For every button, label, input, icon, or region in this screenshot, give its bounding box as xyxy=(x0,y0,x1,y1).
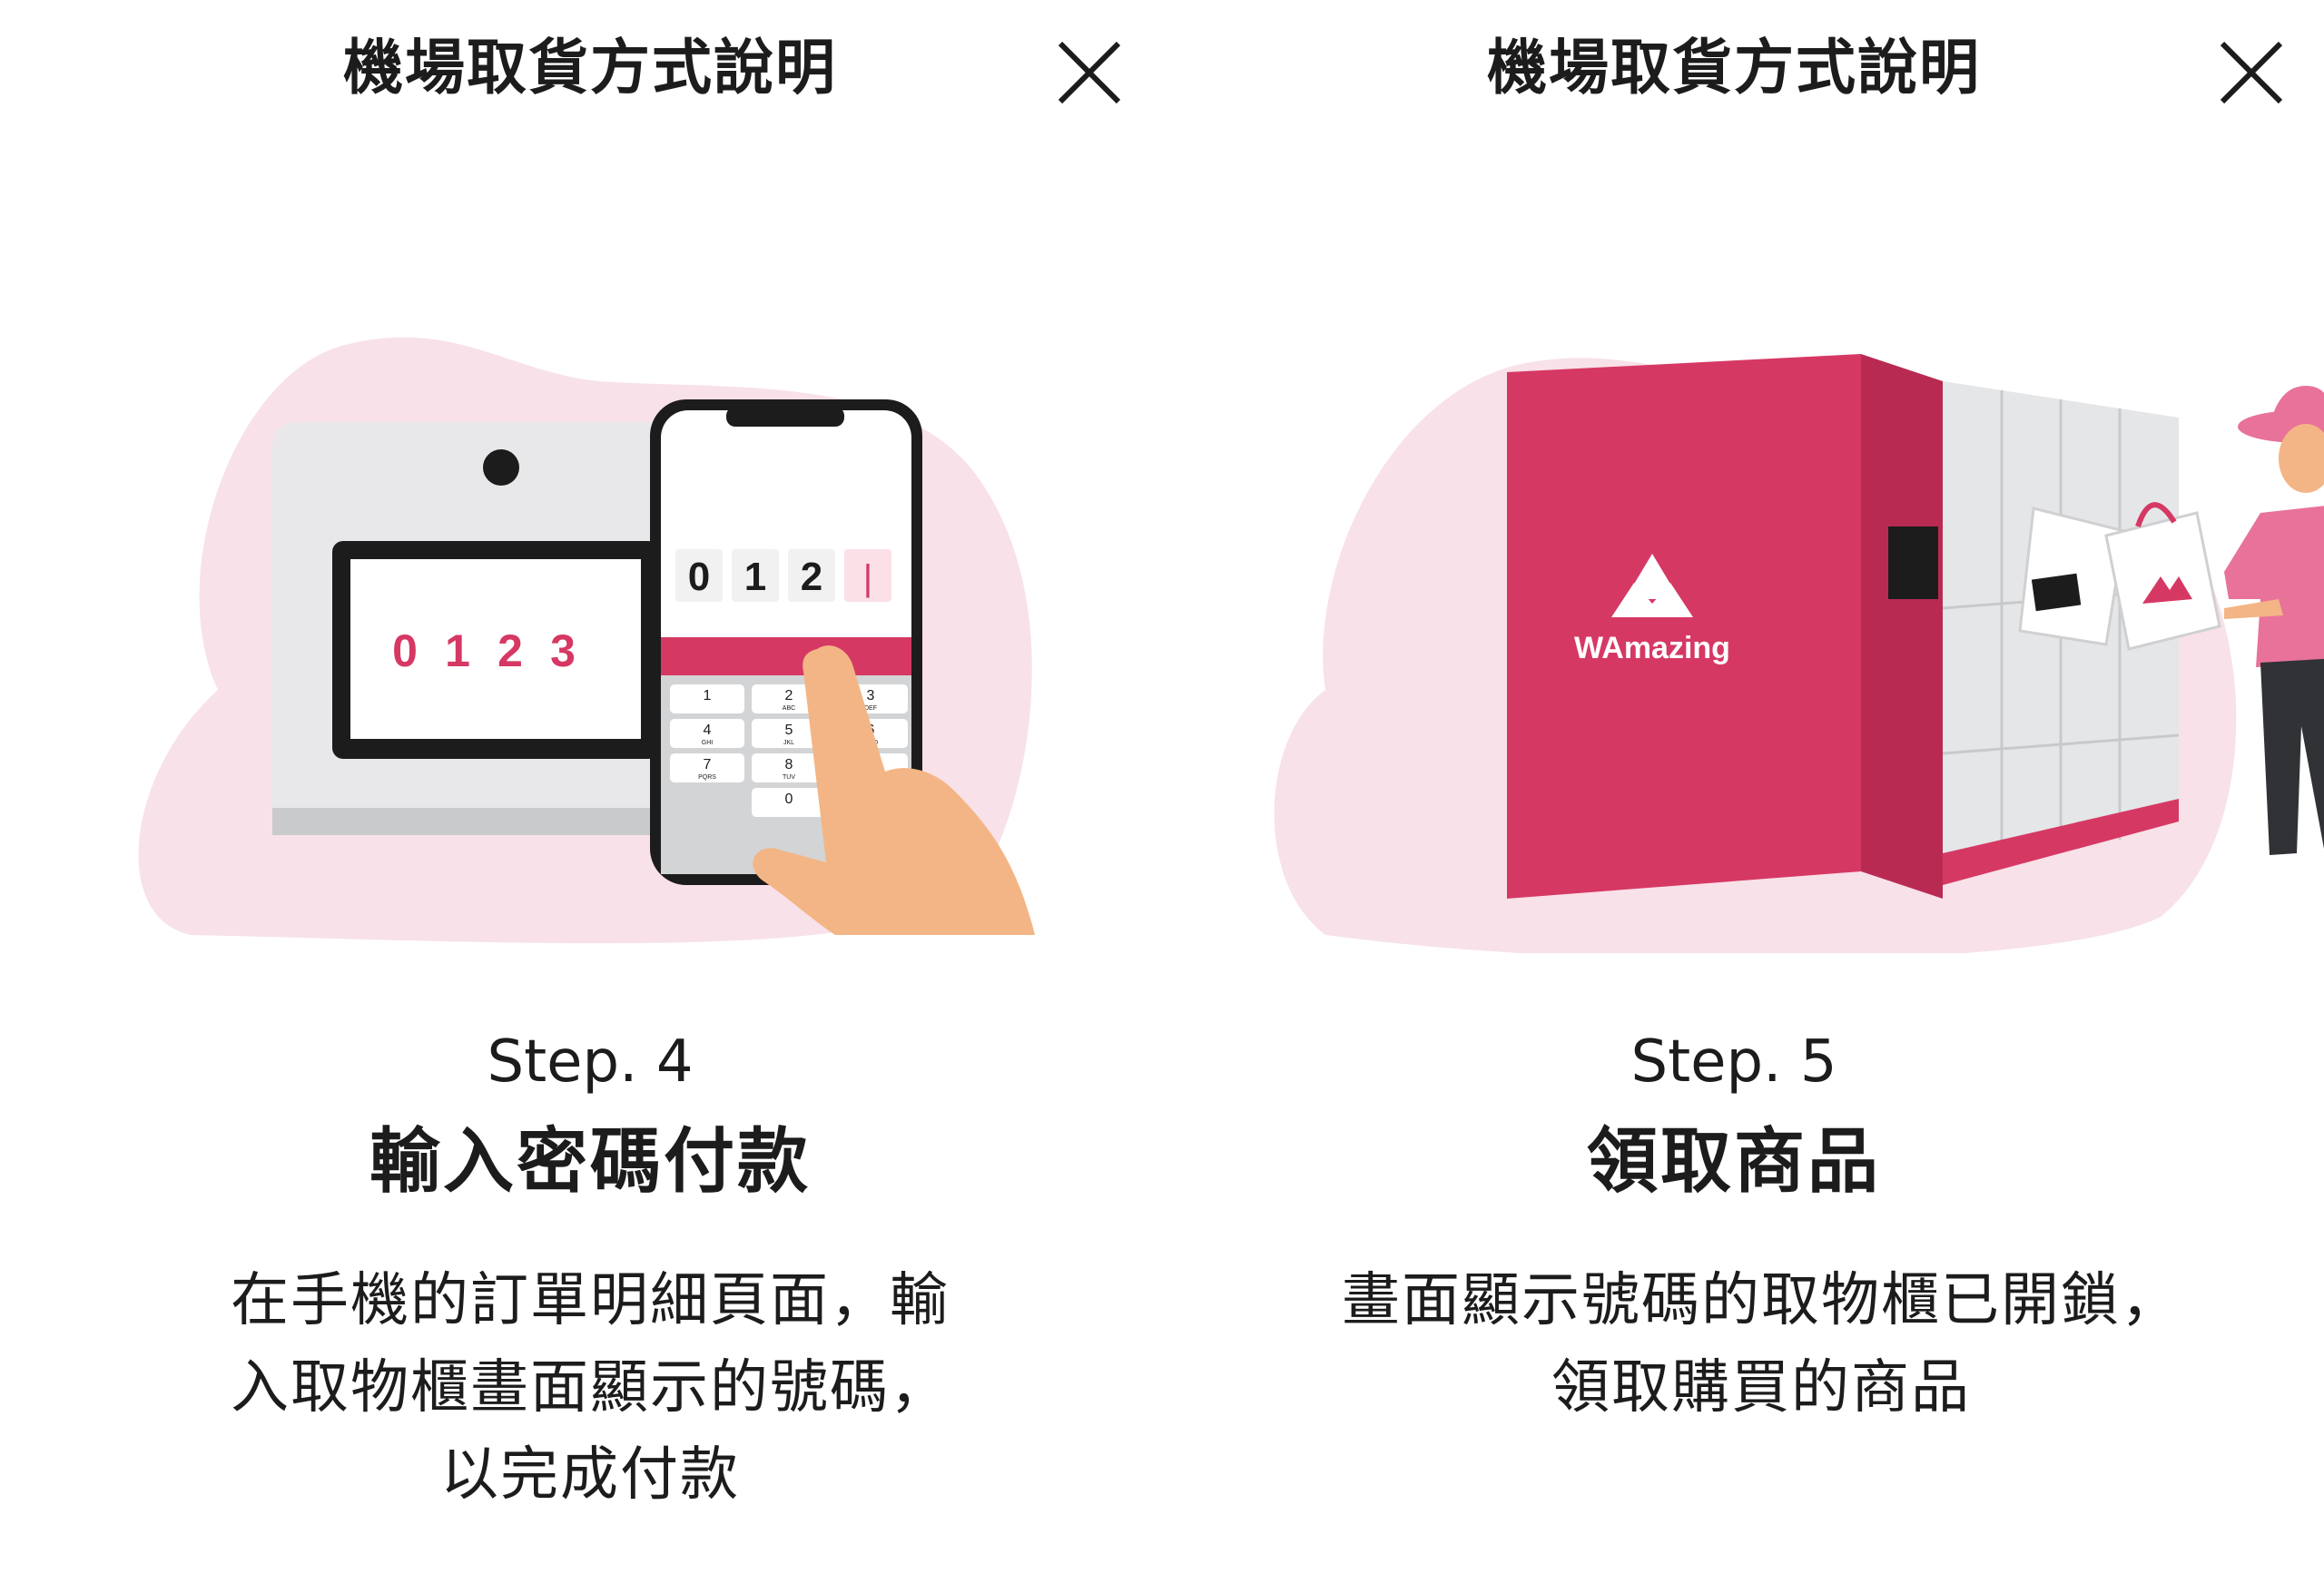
svg-text:0: 0 xyxy=(785,792,793,807)
panel-title: 機場取貨方式說明 xyxy=(343,33,837,103)
locker-keypad xyxy=(1888,526,1938,599)
phone-pink-bar xyxy=(661,637,911,675)
entry-box xyxy=(844,549,891,602)
locker-side-pink xyxy=(1861,354,1943,899)
svg-text:2: 2 xyxy=(785,688,793,703)
keypad-key: 1 xyxy=(670,684,744,713)
step5-panel: 機場取貨方式說明 WAmazing xyxy=(1162,0,2324,1574)
entry-digit: | xyxy=(863,558,872,598)
finger-hand xyxy=(753,645,1035,935)
locker-code-digit: 3 xyxy=(550,625,576,676)
close-icon xyxy=(2220,41,2283,104)
entry-digit: 1 xyxy=(744,555,766,599)
svg-text:1: 1 xyxy=(704,688,712,703)
hat-crown xyxy=(2270,386,2324,427)
svg-text:7: 7 xyxy=(704,757,712,772)
svg-text:JKL: JKL xyxy=(783,740,794,746)
locker-code-digit: 0 xyxy=(392,625,418,676)
locker-base-stripe xyxy=(1943,799,2179,885)
bag-handle xyxy=(2135,502,2177,527)
locker-brand-label: WAmazing xyxy=(1574,631,1730,665)
step5-illustration: WAmazing xyxy=(1274,354,2324,953)
step-description: 在手機的訂單明細頁面，輸 入取物櫃畫面顯示的號碼， 以完成付款 xyxy=(127,1257,1053,1519)
close-button[interactable] xyxy=(1053,36,1126,109)
entry-digit: 2 xyxy=(801,555,822,599)
step-title: 領取商品 xyxy=(1586,1121,1881,1203)
description-line: 領取購買的商品 xyxy=(1551,1354,1971,1422)
panel-title: 機場取貨方式說明 xyxy=(1487,33,1981,103)
locker-code-digit: 2 xyxy=(497,625,523,676)
entry-digit: 0 xyxy=(688,555,710,599)
description-line: 以完成付款 xyxy=(440,1441,740,1509)
terminal-shadow xyxy=(272,808,690,835)
woman-arm xyxy=(2224,599,2283,619)
description-line: 畫面顯示號碼的取物櫃已開鎖， xyxy=(1342,1267,2181,1334)
locker-front-pink xyxy=(1507,354,1861,899)
step-description: 畫面顯示號碼的取物櫃已開鎖， 領取購買的商品 xyxy=(1298,1257,2224,1431)
phone-notch xyxy=(726,407,844,427)
bag-logo-icon xyxy=(2142,576,2192,604)
entry-box xyxy=(675,549,723,602)
svg-text:GHI: GHI xyxy=(702,740,714,746)
woman-shirt xyxy=(2224,506,2324,667)
close-button[interactable] xyxy=(2215,36,2288,109)
svg-text:ABC: ABC xyxy=(783,705,795,712)
keypad-key: 0 xyxy=(752,788,826,817)
svg-text:5: 5 xyxy=(785,723,793,738)
camera-icon xyxy=(483,449,519,486)
woman-face xyxy=(2279,424,2324,493)
svg-text:3: 3 xyxy=(867,688,875,703)
description-line: 入取物櫃畫面顯示的號碼， xyxy=(231,1354,950,1422)
close-icon xyxy=(1058,41,1121,104)
wamazing-logo-icon xyxy=(1611,554,1693,617)
description-line: 在手機的訂單明細頁面，輸 xyxy=(231,1267,950,1334)
svg-text:8: 8 xyxy=(785,757,793,772)
entry-box xyxy=(788,549,835,602)
device-in-locker xyxy=(2031,573,2082,612)
svg-text:4: 4 xyxy=(704,723,712,738)
svg-text:PQRS: PQRS xyxy=(698,774,716,781)
locker-code-digit: 1 xyxy=(445,625,470,676)
svg-text:DEF: DEF xyxy=(864,705,877,712)
entry-box xyxy=(732,549,779,602)
step-number: Step. 4 xyxy=(487,1028,694,1096)
svg-text:TUV: TUV xyxy=(783,774,795,781)
step-number: Step. 5 xyxy=(1630,1028,1837,1096)
terminal-screen xyxy=(350,559,641,739)
woman-pants xyxy=(2260,658,2324,855)
step-title: 輸入密碼付款 xyxy=(369,1121,811,1203)
